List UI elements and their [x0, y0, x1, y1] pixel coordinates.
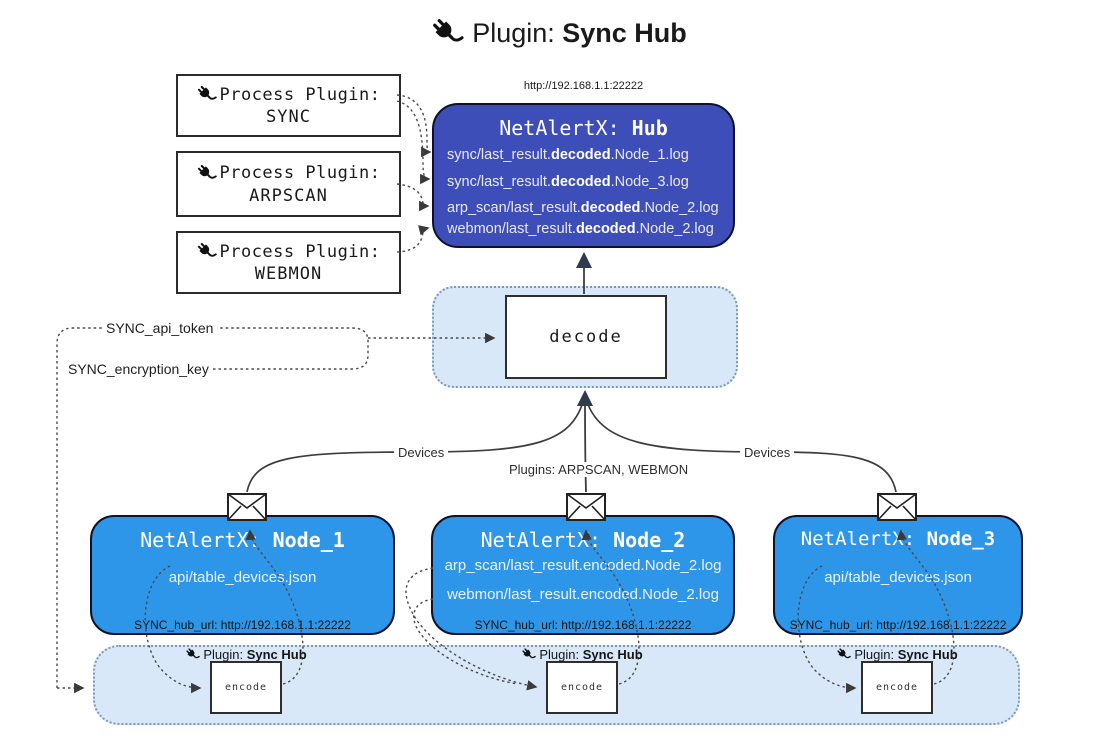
plug-icon	[430, 16, 464, 50]
hub-title-prefix: NetAlertX:	[499, 116, 632, 140]
process-plugin-name: ARPSCAN	[249, 185, 328, 206]
node-hub-url: SYNC_hub_url: http://192.168.1.1:22222	[789, 618, 1007, 632]
edge-webmon-to-line4	[396, 225, 430, 253]
node-hub-url: SYNC_hub_url: http://192.168.1.1:22222	[134, 618, 351, 632]
hub-box: NetAlertX: Hub sync/last_result.decoded.…	[432, 103, 735, 248]
node-box-1: NetAlertX: Node_1 api/table_devices.json…	[90, 515, 395, 635]
plug-icon	[185, 647, 200, 662]
secret-label-encryption-key: SYNC_encryption_key	[64, 361, 213, 377]
decode-box: decode	[505, 295, 667, 379]
page-title: Plugin: Sync Hub	[0, 16, 1117, 50]
plug-icon	[196, 163, 217, 184]
plug-icon	[836, 647, 851, 662]
hub-log-line: sync/last_result.decoded.Node_1.log	[447, 147, 689, 163]
hub-title-name: Hub	[631, 116, 668, 140]
encoder-plugin-label: Plugin: Sync Hub	[497, 647, 667, 662]
process-plugin-box-arpscan: Process Plugin: ARPSCAN	[176, 151, 401, 217]
envelope-icon	[566, 493, 606, 521]
node-file: api/table_devices.json	[168, 569, 317, 586]
hub-log-line: webmon/last_result.decoded.Node_2.log	[447, 221, 714, 237]
encoder-plugin-label: Plugin: Sync Hub	[161, 647, 331, 662]
process-plugin-box-webmon: Process Plugin: WEBMON	[176, 231, 401, 294]
page-title-name: Sync Hub	[562, 17, 687, 48]
encode-box: encode	[210, 661, 282, 714]
edge-sync-to-line1	[396, 94, 432, 158]
node-file: api/table_devices.json	[824, 569, 972, 586]
node-file: webmon/last_result.encoded.Node_2.log	[447, 586, 719, 603]
node-hub-url: SYNC_hub_url: http://192.168.1.1:22222	[474, 618, 692, 632]
edge-label-plugins: Plugins: ARPSCAN, WEBMON	[505, 462, 693, 477]
edge-stem-to-decode	[576, 389, 594, 493]
page-title-prefix: Plugin:	[472, 17, 563, 48]
hub-log-line: sync/last_result.decoded.Node_3.log	[447, 174, 689, 190]
process-plugin-name: WEBMON	[254, 264, 323, 284]
encoder-plugin-label: Plugin: Sync Hub	[812, 647, 982, 662]
process-plugin-box-sync: Process Plugin: SYNC	[176, 74, 401, 137]
edge-arpscan-to-line3	[396, 183, 430, 212]
encode-box: encode	[546, 661, 618, 714]
secret-label-api-token: SYNC_api_token	[102, 320, 218, 336]
plug-icon	[196, 241, 217, 262]
edge-label-devices-right: Devices	[740, 445, 795, 460]
hub-log-line: arp_scan/last_result.decoded.Node_2.log	[447, 200, 719, 216]
encode-box: encode	[861, 661, 933, 714]
edge-label-devices-left: Devices	[394, 445, 449, 460]
process-plugin-name: SYNC	[266, 107, 311, 127]
node-box-2: NetAlertX: Node_2 arp_scan/last_result.e…	[431, 515, 735, 635]
edge-sync-to-line2	[396, 100, 431, 185]
plug-icon	[196, 84, 217, 105]
envelope-icon	[877, 493, 917, 521]
plug-icon	[521, 647, 536, 662]
process-plugin-label: Process Plugin:	[219, 241, 381, 262]
process-plugin-label: Process Plugin:	[219, 163, 381, 183]
envelope-icon	[227, 493, 267, 521]
hub-url: http://192.168.1.1:22222	[523, 80, 644, 92]
node-box-3: NetAlertX: Node_3 api/table_devices.json…	[773, 515, 1023, 635]
node-file: arp_scan/last_result.encoded.Node_2.log	[444, 557, 722, 574]
process-plugin-label: Process Plugin:	[219, 84, 381, 105]
